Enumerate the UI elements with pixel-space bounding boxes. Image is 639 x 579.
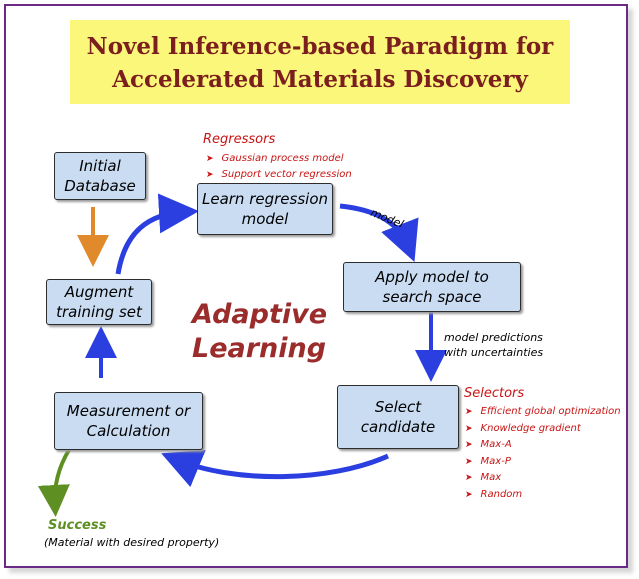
selector-item: ➤Max-A [465, 437, 621, 454]
selector-item: ➤Max [465, 470, 621, 487]
initial-database-box: Initial Database [54, 152, 146, 200]
select-candidate-line-2: candidate [360, 418, 436, 436]
learn-model-line-2: model [241, 210, 289, 228]
predictions-line-2: with uncertainties [444, 346, 544, 359]
title-line-2: Accelerated Materials Discovery [112, 66, 528, 93]
apply-model-line-2: search space [382, 288, 482, 306]
apply-model-line-1: Apply model to [375, 268, 489, 286]
regressors-heading: Regressors [203, 132, 276, 147]
arrowhead-bullet-icon: ➤ [465, 440, 473, 450]
adaptive-line-1: Adaptive [192, 299, 328, 330]
arrowhead-bullet-icon: ➤ [465, 423, 473, 434]
arrowhead-bullet-icon: ➤ [465, 473, 473, 483]
measurement-line-2: Calculation [86, 422, 171, 440]
slide-title: Novel Inference-based Paradigm for Accel… [70, 20, 570, 104]
arrowhead-bullet-icon: ➤ [465, 407, 473, 417]
regressor-item: ➤Support vector regression [206, 167, 352, 183]
arrow-augment-to-learn [115, 193, 199, 275]
arrow-select-to-measurement [161, 450, 390, 488]
apply-model-box: Apply model to search space [343, 262, 521, 312]
selector-item: ➤Efficient global optimization [465, 404, 621, 421]
augment-line-2: training set [56, 303, 142, 321]
success-note: (Material with desired property) [44, 536, 220, 549]
arrowhead-bullet-icon: ➤ [465, 489, 473, 500]
initial-database-line-1: Initial [79, 157, 121, 175]
measurement-line-1: Measurement or [66, 402, 191, 420]
arrow-learn-to-apply [339, 203, 419, 262]
initial-database-line-2: Database [64, 177, 136, 195]
regressor-item: ➤Gaussian process model [206, 151, 352, 167]
augment-line-1: Augment [64, 283, 134, 301]
measurement-box: Measurement or Calculation [54, 392, 203, 450]
learn-regression-model-box: Learn regression model [197, 183, 333, 235]
select-candidate-box: Select candidate [337, 385, 459, 449]
selector-item: ➤Random [465, 487, 621, 504]
arrow-to-success [37, 448, 71, 517]
regressors-list: ➤Gaussian process model ➤Support vector … [206, 151, 352, 183]
select-candidate-line-1: Select [374, 398, 422, 416]
predictions-edge-label: model predictions with uncertainties [444, 330, 543, 360]
title-line-1: Novel Inference-based Paradigm for [86, 33, 554, 60]
adaptive-line-2: Learning [192, 333, 327, 364]
adaptive-learning-text: Adaptive Learning [192, 298, 342, 366]
arrowhead-bullet-icon: ➤ [206, 170, 214, 180]
learn-model-line-1: Learn regression [201, 190, 328, 208]
selectors-list: ➤Efficient global optimization ➤Knowledg… [465, 404, 621, 503]
selectors-heading: Selectors [464, 386, 525, 401]
arrowhead-bullet-icon: ➤ [465, 456, 473, 467]
predictions-line-1: model predictions [444, 331, 543, 344]
augment-training-set-box: Augment training set [46, 279, 152, 325]
selector-item: ➤Max-P [465, 454, 621, 471]
arrowhead-bullet-icon: ➤ [206, 154, 214, 164]
success-label: Success [48, 518, 107, 533]
selector-item: ➤Knowledge gradient [465, 421, 621, 438]
